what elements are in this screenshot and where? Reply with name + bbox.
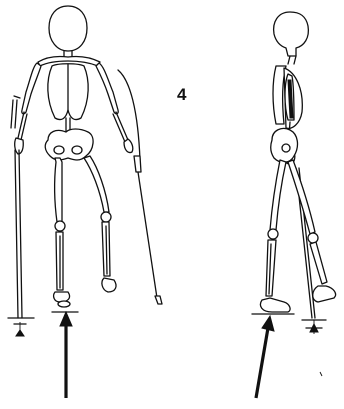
front-view-force-arrows-icon (8, 312, 78, 398)
side-view-skeleton-icon (260, 12, 335, 318)
step-number-label: 4 (177, 86, 186, 103)
front-view-skeleton-icon (11, 6, 162, 318)
side-view-force-arrows-icon (252, 314, 326, 398)
